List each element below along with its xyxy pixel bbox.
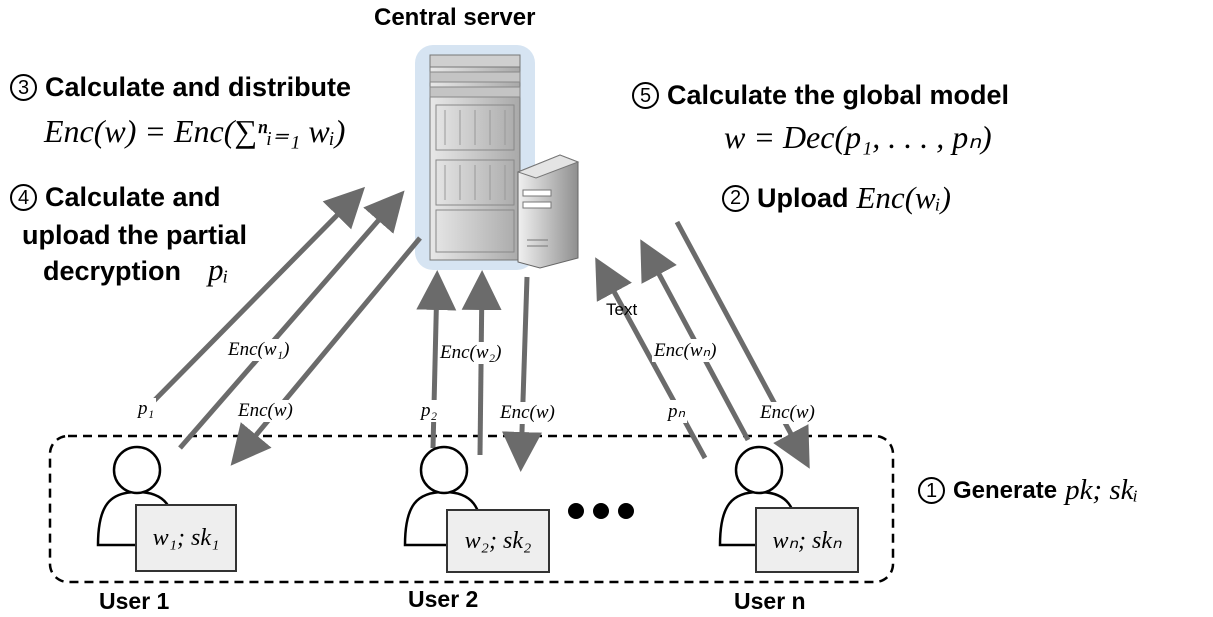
user-region-border (48, 434, 895, 584)
step-5-text: Calculate the global model (667, 80, 1010, 110)
step-4-math: pᵢ (208, 252, 229, 287)
user1-down-label: Enc(w) (236, 400, 295, 422)
user2-label: User 2 (408, 586, 479, 612)
usern-down-label: Enc(w) (758, 402, 817, 424)
step-1-heading: 1 Generate pk; skᵢ (918, 474, 1138, 507)
arrow-server-to-user2 (501, 276, 542, 472)
step-2-number: 2 (722, 184, 749, 212)
step-2-math: Enc(wᵢ) (856, 180, 951, 215)
usern-label: User n (734, 588, 806, 614)
stray-text-label: Text (606, 300, 638, 319)
usern-upload-label: Enc(wₙ) (652, 339, 719, 362)
arrow-user2-partial (416, 270, 457, 449)
usern-partial-label: pₙ (666, 400, 688, 423)
user2-upload-label: Enc(w₂) (438, 342, 504, 364)
step-5-heading: 5 Calculate the global model (632, 80, 1009, 111)
arrow-usern-partial (595, 257, 708, 460)
step-1-math: pk; skᵢ (1065, 474, 1139, 506)
ellipsis-icon (568, 503, 634, 519)
user1-upload-label: Enc(w₁) (226, 339, 292, 361)
step-3-formula: Enc(w) = Enc(∑ⁿᵢ₌₁ wᵢ) (44, 113, 346, 149)
step-1-text: Generate (953, 476, 1058, 504)
tower-server-icon (516, 154, 580, 269)
step-2-heading: 2 Upload Enc(wᵢ) (722, 180, 951, 216)
step-1-number: 1 (918, 477, 945, 504)
arrow-user1-partial (138, 186, 366, 417)
step-4-number: 4 (10, 184, 37, 211)
step-5-formula: w = Dec(p₁, . . . , pₙ) (724, 119, 992, 155)
user1-partial-label: p₁ (136, 398, 157, 420)
arrow-user2-upload (461, 270, 502, 456)
step-3-text: Calculate and distribute (45, 72, 352, 102)
step-3-number: 3 (10, 74, 37, 101)
step-4-line-2: upload the partial (22, 220, 248, 250)
step-4-line-1: Calculate and (45, 182, 221, 212)
usern-key-box: wₙ; skₙ (755, 507, 859, 573)
arrow-user1-upload (178, 190, 405, 450)
user2-key-box: w₂; sk₂ (446, 509, 550, 573)
step-4-heading: 4 Calculate and (10, 182, 221, 213)
central-server-icon (415, 45, 535, 270)
user1-key-box: w₁; sk₁ (135, 504, 237, 572)
step-2-text: Upload (757, 182, 849, 213)
user2-partial-label: p₂ (419, 400, 440, 422)
step-5-number: 5 (632, 82, 659, 109)
user2-down-label: Enc(w) (498, 402, 557, 424)
step-4-line-3: decryption (43, 256, 182, 286)
user1-label: User 1 (99, 588, 170, 614)
server-title: Central server (374, 4, 536, 31)
step-3-heading: 3 Calculate and distribute (10, 72, 351, 103)
